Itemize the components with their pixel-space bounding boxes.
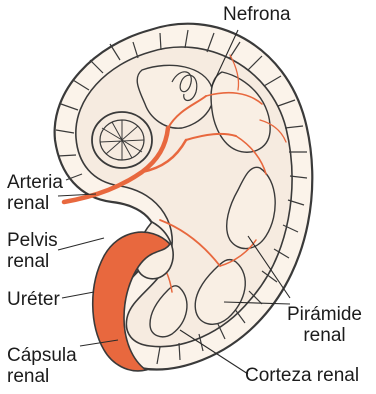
label-capsula-renal: Cápsula renal: [7, 345, 77, 387]
label-pelvis-renal: Pelvis renal: [7, 230, 58, 272]
label-nefrona: Nefrona: [223, 4, 291, 25]
label-piramide-renal: Pirámide renal: [287, 304, 362, 346]
label-ureter: Uréter: [7, 289, 60, 310]
label-corteza-renal: Corteza renal: [245, 365, 359, 386]
label-arteria-renal: Arteria renal: [7, 172, 63, 214]
